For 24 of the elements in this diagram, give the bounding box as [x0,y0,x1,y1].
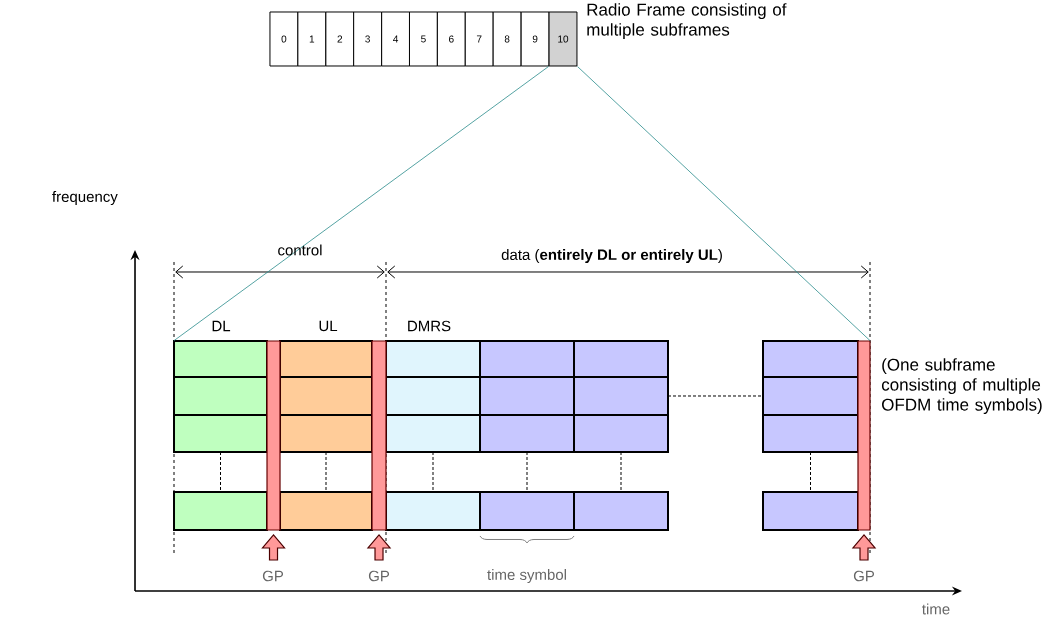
subframe-cell: 4 [381,11,411,67]
gp-label: GP [853,570,875,582]
caption-text: Radio Frame consisting of multiple subframes [587,3,787,40]
region-label: DL [212,320,231,332]
zoom-line [577,66,871,342]
subframe-cell: 1 [297,11,327,67]
gp-label: GP [262,570,284,582]
subframe-cell: 10 [548,11,578,67]
axis-label: frequency [52,191,118,205]
section-label: control [278,244,322,256]
subframe-cell: 2 [325,11,355,67]
subframe-cell: 5 [408,11,438,67]
axis-label: time [922,603,950,615]
subframe-cell: 6 [436,11,466,67]
subframe-cell: 0 [269,11,299,67]
section-label: data (entirely DL or entirely UL) [501,249,722,263]
zoom-line [173,66,549,342]
subframe-cell: 7 [464,11,494,67]
subframe-cell: 3 [353,11,383,67]
brace-label: time symbol [487,569,566,583]
gp-label: GP [368,570,390,582]
subframe-cell: 9 [520,11,550,67]
subframe-cell: 8 [492,11,522,67]
subframe-grid-drawing [173,340,871,531]
